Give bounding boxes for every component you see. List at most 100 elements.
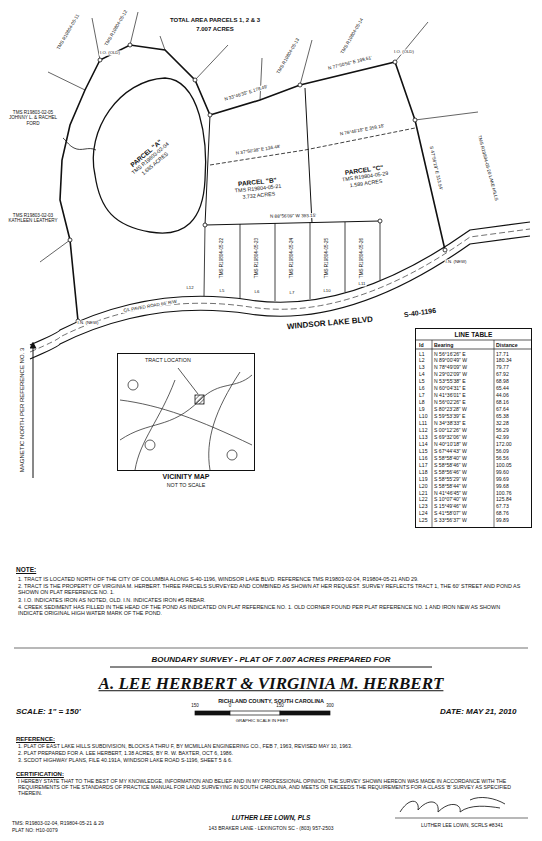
table-cell: 56.29 xyxy=(496,428,509,434)
table-cell: 17.71 xyxy=(496,352,509,358)
table-header: Distance xyxy=(496,343,518,349)
table-cell: L14 xyxy=(419,442,428,448)
table-cell: S 58°55'29" W xyxy=(434,477,467,483)
table-cell: N 53°55'38" E xyxy=(434,379,466,385)
table-cell: L19 xyxy=(419,477,428,483)
table-cell: L4 xyxy=(419,372,425,378)
scale-number: 0 xyxy=(229,703,232,708)
table-cell: 56.56 xyxy=(496,456,509,462)
table-cell: N 41°36'01" E xyxy=(434,393,466,399)
table-cell: 68.76 xyxy=(496,511,509,517)
line-callout: L7 xyxy=(289,291,296,296)
note: 3. I.O. INDICATES IRON AS NOTED, OLD. I.… xyxy=(18,597,526,603)
bearing-distance: N 76°46'18" E 359.18' xyxy=(339,123,386,137)
reference: 1. PLAT OF EAST LAKE HILLS SUBDIVISION, … xyxy=(18,744,526,750)
table-cell: 56.09 xyxy=(496,449,509,455)
notes-heading: NOTE: xyxy=(16,566,36,573)
bearing-distance: N 77°50'56" E 199.61' xyxy=(327,55,374,71)
parcel-label: PARCEL "B"TMS R19804-05-213.732 ACRES xyxy=(234,176,282,200)
table-cell: 65.38 xyxy=(496,414,509,420)
adjoining-lot-lines xyxy=(40,12,478,262)
iron-markers xyxy=(68,43,447,323)
table-cell: S 58°56'46" W xyxy=(434,470,467,476)
road-name: WINDSOR LAKE BLVD xyxy=(286,315,375,332)
table-cell: L21 xyxy=(419,491,428,497)
table-cell: 68.98 xyxy=(496,379,509,385)
table-cell: L20 xyxy=(419,484,428,490)
bearing-distance: N 88°56'09" W 393.15' xyxy=(269,213,317,219)
table-cell: S 59°53'39" E xyxy=(434,414,465,420)
table-cell: N 60°04'31" E xyxy=(434,386,466,392)
owner-label: TMS R19804-05-12 xyxy=(103,8,129,47)
line-callout: L12 xyxy=(185,286,194,291)
tract-location-label: TRACT LOCATION xyxy=(145,357,191,363)
table-cell: 100.05 xyxy=(496,463,512,469)
tract-leader xyxy=(178,368,198,394)
table-cell: L1 xyxy=(419,352,425,358)
table-title: LINE TABLE xyxy=(416,329,531,338)
table-cell: 99.69 xyxy=(496,477,509,483)
county: RICHLAND COUNTY, SOUTH CAROLINA xyxy=(218,698,324,704)
table-cell: L25 xyxy=(419,518,428,524)
owner-label: TMS R19804-05-13 xyxy=(275,36,301,75)
reference: 2. PLAT PREPARED FOR A. LEE HERBERT, 1.3… xyxy=(18,751,526,757)
certification-heading: CERTIFICATION: xyxy=(16,771,64,778)
table-cell: L6 xyxy=(419,386,425,392)
table-cell: 32.28 xyxy=(496,421,509,427)
table-cell: S 41°58'07" W xyxy=(434,511,467,517)
table-cell: S 67°44'43" W xyxy=(434,449,467,455)
client-name: A. LEE HERBERT & VIRGINIA M. HERBERT xyxy=(99,674,444,694)
table-header: Id xyxy=(419,343,424,349)
scale-number: 150 xyxy=(276,703,284,708)
road-number: S-40-1196 xyxy=(402,307,437,320)
signature xyxy=(400,797,505,812)
line-callout: L5 xyxy=(219,289,226,294)
vicinity-roads xyxy=(120,372,252,470)
table-cell: 99.68 xyxy=(496,484,509,490)
north-arrow xyxy=(33,345,34,478)
road xyxy=(30,222,530,359)
table-cell: N 56°16'26" E xyxy=(434,352,466,358)
table-cell: 44.06 xyxy=(496,393,509,399)
table-cell: L15 xyxy=(419,449,428,455)
table-cell: L16 xyxy=(419,456,428,462)
tract-boundary xyxy=(60,45,445,321)
table-cell: L18 xyxy=(419,470,428,476)
line-table-grid xyxy=(415,340,532,528)
lot-lines xyxy=(204,221,380,301)
table-cell: N 56°02'26" E xyxy=(434,400,466,406)
iron-label: I.N. (NEW) xyxy=(445,260,468,265)
table-cell: L10 xyxy=(419,414,428,420)
table-cell: N 29°02'09" W xyxy=(434,372,467,378)
table-cell: 180.34 xyxy=(496,358,512,364)
table-header: Bearing xyxy=(434,343,453,349)
area-total: 7.007 ACRES xyxy=(195,26,234,33)
table-cell: S 58°58'44" W xyxy=(434,484,467,490)
plat-number: PLAT NO: H10-0079 xyxy=(12,828,58,834)
table-cell: L9 xyxy=(419,407,425,413)
pond-shoreline xyxy=(93,78,205,233)
table-cell: 42.99 xyxy=(496,435,509,441)
parcel-label: PARCEL "A"TMS R19803-02-041.685 ACRES xyxy=(126,136,174,181)
table-cell: S 10°07'40" W xyxy=(434,497,467,503)
owner-label: TMS R19803-02-05 JOHNNY L. & RACHEL FORD xyxy=(7,110,59,126)
table-cell: 65.44 xyxy=(496,386,509,392)
table-cell: L23 xyxy=(419,504,428,510)
title-rule xyxy=(14,648,528,649)
table-cell: 79.77 xyxy=(496,365,509,371)
table-cell: S 80°23'28" W xyxy=(434,407,467,413)
tract-location-mark xyxy=(195,395,204,404)
note: 1. TRACT IS LOCATED NORTH OF THE CITY OF… xyxy=(18,576,526,582)
owner-label: TMS R19804-05-20 LAKE HILLS xyxy=(476,134,499,202)
table-cell: 99.89 xyxy=(496,518,509,524)
area-total: TOTAL AREA PARCELS 1, 2 & 3 xyxy=(169,17,261,24)
table-cell: L2 xyxy=(419,358,425,364)
surveyor-address: 143 BRAKER LANE - LEXINGTON SC - (803) 9… xyxy=(209,826,334,832)
scale-number: 300 xyxy=(326,703,334,708)
parcel-lines xyxy=(205,88,380,225)
scale-bar xyxy=(195,711,330,715)
table-cell: 125.84 xyxy=(496,497,512,503)
vicinity-map: TRACT LOCATIONVICINITY MAPNOT TO SCALE xyxy=(117,353,255,493)
line-callout: L10 xyxy=(322,289,331,294)
